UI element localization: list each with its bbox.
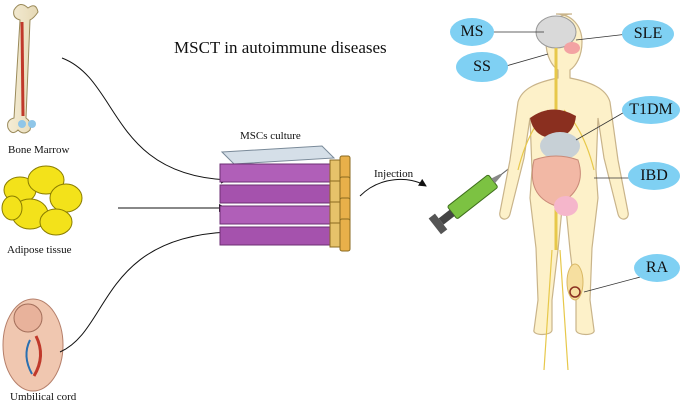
bubble-ra: RA xyxy=(634,254,680,282)
bubble-sle: SLE xyxy=(622,20,674,48)
arrow-cord-to-culture xyxy=(59,228,229,353)
label-bone-marrow: Bone Marrow xyxy=(8,144,70,156)
culture-flasks-icon xyxy=(219,145,351,252)
syringe-icon xyxy=(428,166,511,235)
bubble-ibd: IBD xyxy=(628,162,680,190)
arrow-injection xyxy=(359,178,427,197)
human-body-icon xyxy=(499,13,629,371)
fetus-icon xyxy=(2,298,64,392)
arrow-bone-to-culture xyxy=(61,57,229,184)
label-umbilical-cord: Umbilical cord xyxy=(10,391,77,403)
label-injection: Injection xyxy=(374,168,414,180)
diagram-title: MSCT in autoimmune diseases xyxy=(174,38,387,57)
bubble-t1dm: T1DM xyxy=(622,96,680,124)
label-msc-culture: MSCs culture xyxy=(240,130,301,142)
label-adipose-tissue: Adipose tissue xyxy=(7,244,72,256)
adipose-tissue-icon xyxy=(1,165,83,236)
bone-marrow-icon xyxy=(7,4,39,134)
bubble-ss: SS xyxy=(456,52,508,82)
bubble-ms: MS xyxy=(450,18,494,46)
